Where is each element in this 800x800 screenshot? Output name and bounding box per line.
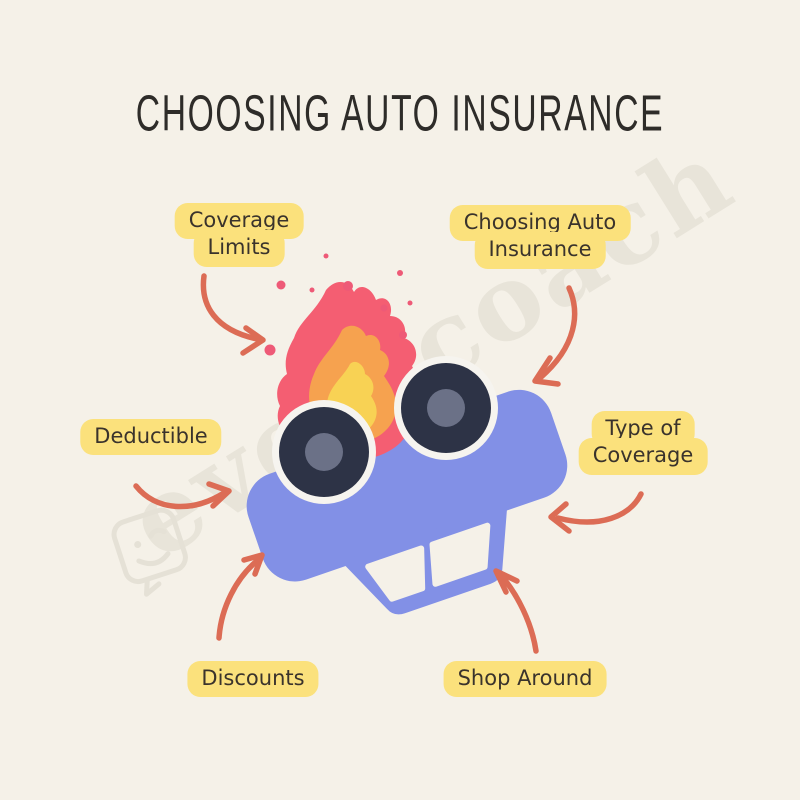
label-line: Coverage [578,438,708,475]
connector-arrows [133,273,644,654]
wheel-right-icon [394,356,498,460]
page-title: CHOOSING AUTO INSURANCE [135,84,665,142]
label-choosing-auto-insurance: Choosing Auto Insurance [449,205,631,269]
car-window-right [429,522,491,587]
arrow-discounts [216,552,265,641]
label-deductible: Deductible [80,419,222,456]
label-discounts: Discounts [187,661,319,698]
arrow-type-of-coverage [548,491,644,534]
label-line: Discounts [187,661,319,698]
arrow-coverage-limits [200,273,266,356]
arrow-deductible [133,481,232,510]
label-coverage-limits: Coverage Limits [174,203,304,267]
label-shop-around: Shop Around [443,661,607,698]
label-type-of-coverage: Type of Coverage [578,411,708,475]
label-line: Shop Around [443,661,607,698]
label-line: Deductible [80,419,222,456]
watermark-logo-icon [111,507,188,597]
car-window-left [365,545,426,602]
label-line: Insurance [474,232,606,269]
arrow-choosing-auto-insurance [532,285,578,387]
spark-dots [264,253,413,356]
wheel-left-icon [272,400,376,504]
arrow-shop-around [493,568,539,654]
label-line: Limits [193,230,285,267]
